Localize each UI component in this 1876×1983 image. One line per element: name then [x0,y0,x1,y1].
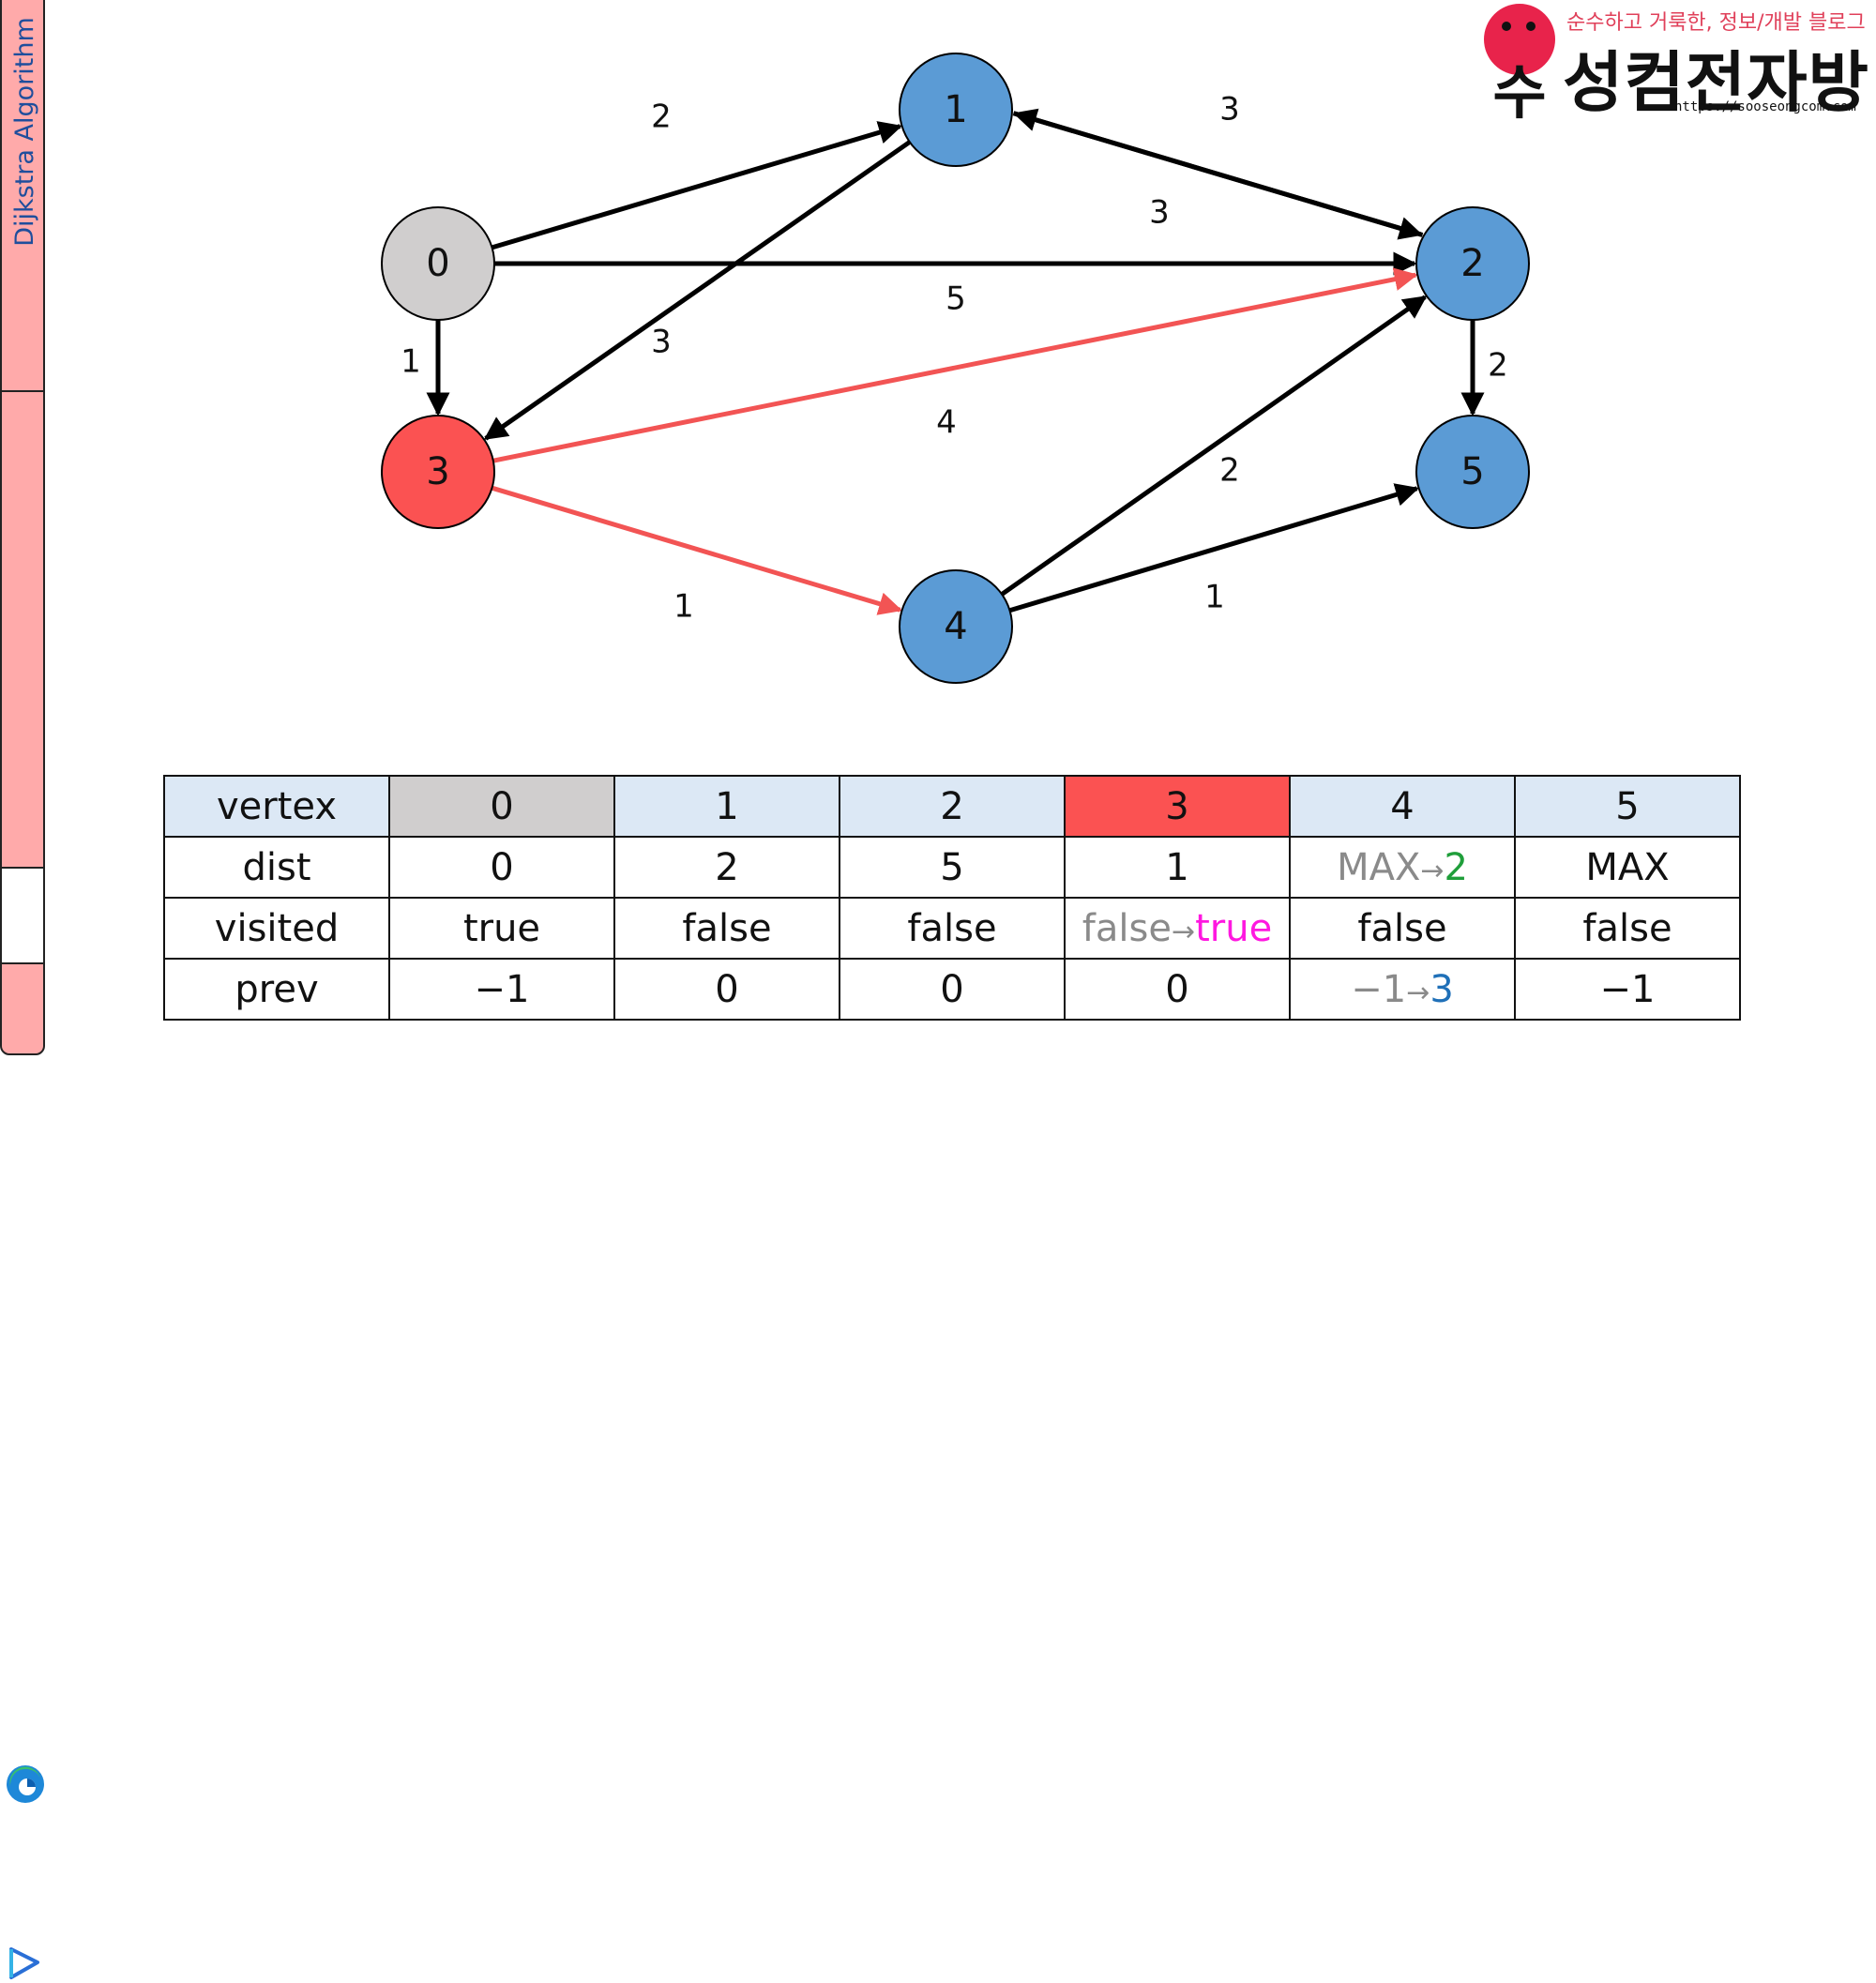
node-0 [381,206,495,321]
row-label-vertex: vertex [163,775,390,838]
edge-weight-4-5: 1 [1204,579,1225,616]
edges-layer [426,108,1485,615]
edge-4-5 [1008,483,1420,613]
sidebar-tab-blank[interactable] [0,390,45,869]
dist-cell-4: MAX→2 [1289,836,1516,899]
edge-4-2 [1000,295,1428,597]
logo-initial: 수 [1492,58,1546,124]
table-row-visited: visited true false false false→true fals… [163,897,1741,960]
node-label-0: 0 [426,242,449,285]
dist-4-old: MAX [1337,845,1421,889]
edge-weight-2-1: 3 [1149,194,1170,232]
table-row-vertex: vertex 0 1 2 3 4 5 [163,775,1741,838]
prev-4-old: −1 [1351,967,1407,1011]
vertex-cell-2: 2 [839,775,1066,838]
visited-3-arrow: → [1171,915,1196,948]
edge-weight-0-1: 2 [651,98,672,136]
visited-cell-0: true [388,897,615,960]
edge-3-2 [492,267,1418,463]
visited-cell-1: false [613,897,840,960]
node-label-4: 4 [944,605,967,648]
node-label-1: 1 [944,88,967,131]
visited-cell-2: false [839,897,1066,960]
vertex-cell-3: 3 [1064,775,1291,838]
prev-cell-5: −1 [1514,958,1741,1021]
table-row-dist: dist 0 2 5 1 MAX→2 MAX [163,836,1741,899]
row-label-dist: dist [163,836,390,899]
prev-cell-2: 0 [839,958,1066,1021]
node-label-2: 2 [1460,242,1484,285]
node-5 [1415,415,1530,529]
edge-1-3 [483,140,912,441]
dist-cell-3: 1 [1064,836,1291,899]
prev-cell-3: 0 [1064,958,1291,1021]
node-4 [899,569,1013,684]
edge-browser-icon[interactable] [5,1758,46,1810]
edge-3-4 [491,485,902,615]
node-label-5: 5 [1460,450,1484,493]
triangle-app-icon[interactable] [8,1945,41,1983]
edge-0-1 [491,121,902,250]
edge-labels-layer: 2 5 1 3 3 3 4 1 2 2 1 [401,91,1508,626]
edge-weight-1-3: 3 [651,324,672,361]
prev-cell-0: −1 [388,958,615,1021]
dist-cell-1: 2 [613,836,840,899]
dist-cell-5: MAX [1514,836,1741,899]
edge-weight-2-5: 2 [1488,347,1508,385]
edge-2-1 [1013,108,1424,237]
row-label-prev: prev [163,958,390,1021]
dist-cell-2: 5 [839,836,1066,899]
edge-weight-0-2: 5 [946,280,966,318]
prev-4-arrow: → [1406,976,1430,1009]
prev-cell-4: −1→3 [1289,958,1516,1021]
prev-cell-1: 0 [613,958,840,1021]
node-3 [381,415,495,529]
edge-weight-3-4: 1 [673,588,694,626]
node-label-3: 3 [426,450,449,493]
dijkstra-graph: 2 5 1 3 3 3 4 1 2 2 1 0 1 2 3 4 5 [381,53,1530,684]
dist-4-new: 2 [1444,845,1468,889]
vertex-cell-4: 4 [1289,775,1516,838]
nodes-layer: 0 1 2 3 4 5 [381,53,1530,684]
sidebar-tab-browser[interactable] [0,867,45,1803]
edge-weight-1-2: 3 [1219,91,1240,129]
logo-tagline: 순수하고 거룩한, 정보/개발 블로그 [1566,11,1866,35]
sidebar-tab-title[interactable]: Dijkstra Algorithm [0,0,45,392]
node-2 [1415,206,1530,321]
edge-weight-0-3: 1 [401,343,421,381]
row-label-visited: visited [163,897,390,960]
visited-3-new: true [1195,906,1273,950]
visited-cell-5: false [1514,897,1741,960]
edge-weight-4-2: 2 [1219,452,1240,490]
edge-weight-3-2: 4 [936,404,957,442]
table-row-prev: prev −1 0 0 0 −1→3 −1 [163,958,1741,1021]
logo-name: 성컴전자방 [1563,44,1869,121]
visited-cell-4: false [1289,897,1516,960]
dijkstra-state-table: vertex 0 1 2 3 4 5 dist 0 2 5 1 MAX→2 MA… [163,775,1741,1021]
blog-logo[interactable]: 수 순수하고 거룩한, 정보/개발 블로그 성컴전자방 https://soos… [1463,0,1876,124]
visited-3-old: false [1082,906,1172,950]
sidebar-tab-app[interactable] [0,962,45,1979]
prev-4-new: 3 [1430,967,1454,1011]
visited-cell-3: false→true [1064,897,1291,960]
logo-url: https://sooseongcom.com [1674,99,1856,114]
dist-4-arrow: → [1420,854,1445,887]
vertex-cell-5: 5 [1514,775,1741,838]
vertex-cell-0: 0 [388,775,615,838]
node-1 [899,53,1013,167]
logo-face-icon: 수 [1484,4,1555,124]
vertex-cell-1: 1 [613,775,840,838]
dist-cell-0: 0 [388,836,615,899]
